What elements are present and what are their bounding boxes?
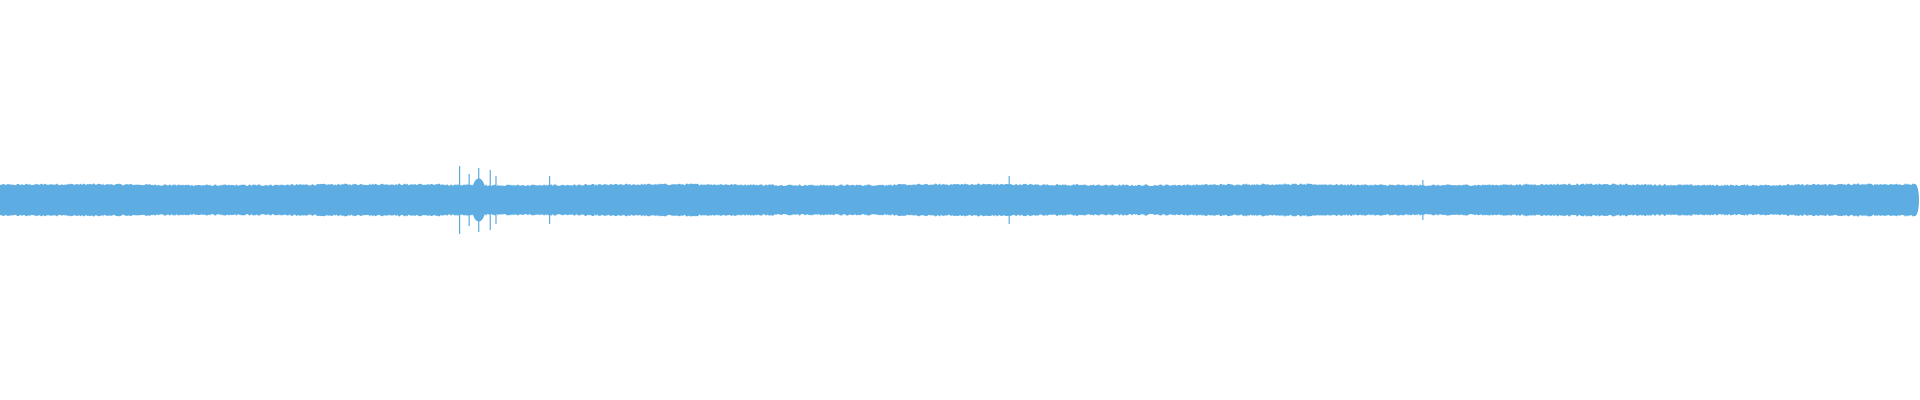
waveform-bulge	[470, 178, 487, 222]
waveform-end-cap	[1911, 184, 1919, 216]
waveform-body	[0, 183, 1915, 217]
waveform-bars	[0, 166, 1919, 234]
